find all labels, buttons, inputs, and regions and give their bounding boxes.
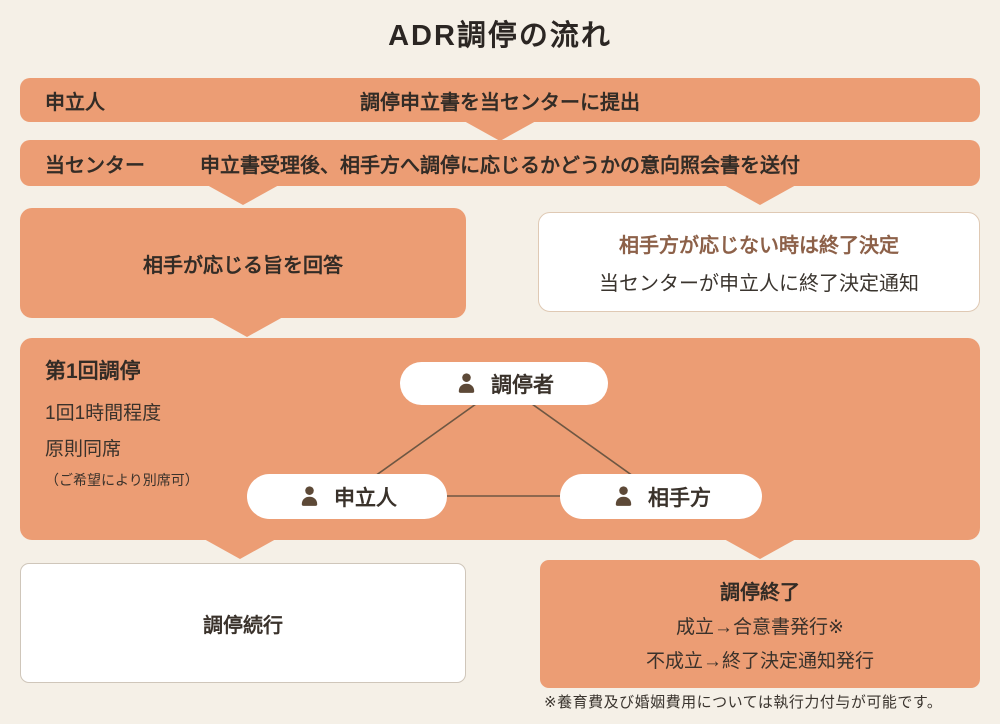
step1-actor-label: 申立人 <box>45 91 105 114</box>
step2-action-text: 申立書受理後、相手方へ調停に応じるかどうかの意向照会書を送付 <box>200 154 800 177</box>
respond-no-detail: 当センターが申立人に終了決定通知 <box>599 272 919 295</box>
first-session-box: 第1回調停 1回1時間程度 原則同席 （ご希望により別席可） 調停者 申立人 <box>20 338 980 540</box>
applicant-pill: 申立人 <box>247 474 447 519</box>
person-icon <box>615 486 632 506</box>
mediator-pill: 調停者 <box>400 362 608 405</box>
respond-yes-box: 相手が応じる旨を回答 <box>20 208 466 318</box>
session-info-block: 第1回調停 1回1時間程度 原則同席 （ご希望により別席可） <box>45 355 199 490</box>
end-line-success: 成立→合意書発行※ <box>676 616 844 638</box>
page-title: ADR調停の流れ <box>388 20 612 52</box>
respond-no-box: 相手方が応じない時は終了決定 当センターが申立人に終了決定通知 <box>538 212 980 312</box>
step2-actor-label: 当センター <box>45 154 145 177</box>
arrow-down-icon <box>204 539 276 559</box>
arrow-down-icon <box>464 121 536 141</box>
session-detail: 原則同席 <box>45 439 122 460</box>
session-detail: 1回1時間程度 <box>45 403 162 424</box>
step1-bar: 申立人 調停申立書を当センターに提出 <box>20 78 980 122</box>
arrow-down-icon <box>207 185 279 205</box>
session-detail-note: （ご希望により別席可） <box>45 472 199 488</box>
respond-no-title: 相手方が応じない時は終了決定 <box>619 234 899 257</box>
respondent-pill: 相手方 <box>560 474 762 519</box>
end-title: 調停終了 <box>720 581 800 604</box>
respondent-label: 相手方 <box>648 486 711 510</box>
continue-box: 調停続行 <box>20 563 466 683</box>
arrow-down-icon <box>724 539 796 559</box>
person-icon <box>301 486 318 506</box>
person-icon <box>458 373 475 393</box>
step2-bar: 当センター 申立書受理後、相手方へ調停に応じるかどうかの意向照会書を送付 <box>20 140 980 186</box>
applicant-label: 申立人 <box>334 486 397 510</box>
respond-yes-label: 相手が応じる旨を回答 <box>143 254 343 277</box>
mediator-label: 調停者 <box>491 373 554 397</box>
session-title: 第1回調停 <box>45 360 141 383</box>
continue-label: 調停続行 <box>203 614 283 637</box>
arrow-down-icon <box>724 185 796 205</box>
footnote-text: ※養育費及び婚姻費用については執行力付与が可能です。 <box>544 694 943 711</box>
arrow-down-icon <box>211 317 283 337</box>
end-line-failure: 不成立→終了決定通知発行 <box>645 650 874 672</box>
end-box: 調停終了 成立→合意書発行※ 不成立→終了決定通知発行 <box>540 560 980 688</box>
step1-action-text: 調停申立書を当センターに提出 <box>360 91 640 114</box>
